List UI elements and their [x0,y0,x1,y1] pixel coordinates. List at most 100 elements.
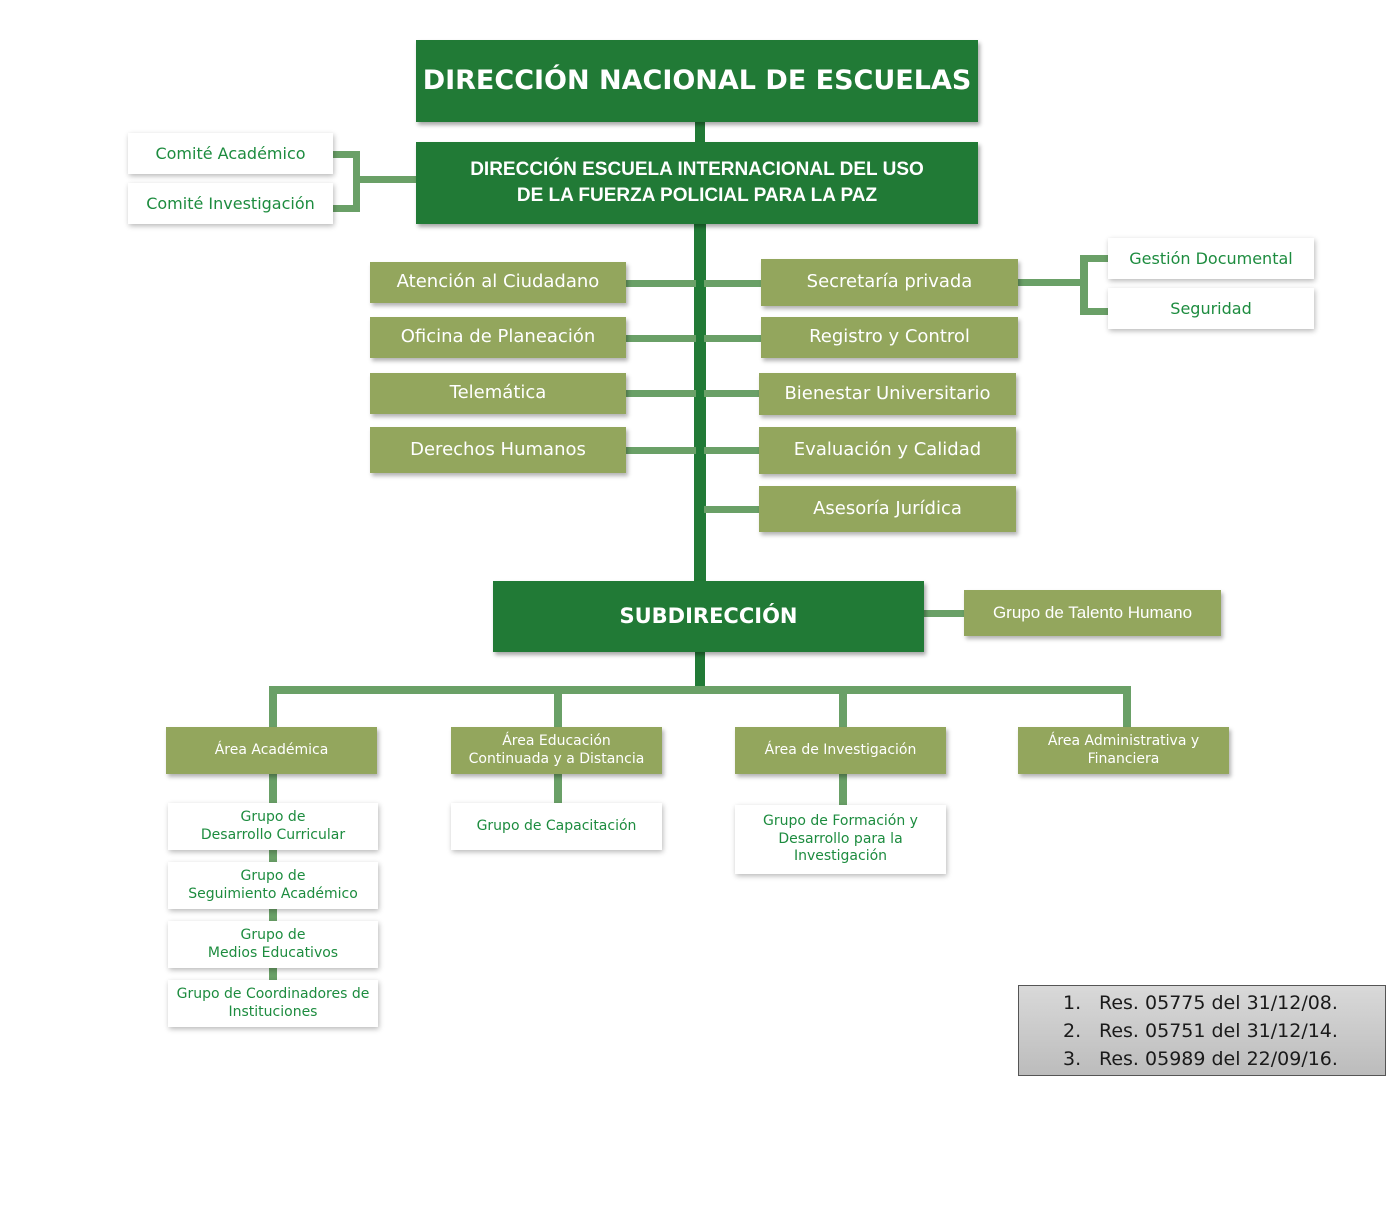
area-drop-3 [839,686,847,728]
group-label-line2: Desarrollo para la [778,830,903,847]
committee-bracket-vertical [353,151,360,212]
education-group-spine [554,773,562,805]
office-registro-control: Registro y Control [761,317,1018,358]
committee-bracket-top [332,151,360,158]
school-direction-title-line2: DE LA FUERZA POLICIAL PARA LA PAZ [516,185,878,206]
group-gestion-documental: Gestión Documental [1108,238,1314,279]
subdirection-box: SUBDIRECCIÓN [493,581,924,652]
group-label-line2: Medios Educativos [207,944,339,961]
office-label: Registro y Control [809,326,970,348]
office-label: Derechos Humanos [410,438,586,460]
group-label-line1: Grupo de Formación y [763,813,918,830]
office-secretaria-privada: Secretaría privada [761,259,1018,306]
office-derechos-humanos: Derechos Humanos [370,427,626,473]
resolution-item: 3. Res. 05989 del 22/09/16. [1019,1045,1385,1073]
group-seguimiento-academico: Grupo de Seguimiento Académico [168,862,378,909]
connector-left-4 [626,447,696,454]
area-label-line2: Financiera [1087,750,1160,767]
resolution-number: 1. [1063,992,1082,1014]
school-direction-title-line1: DIRECCIÓN ESCUELA INTERNACIONAL DEL USO [470,159,924,181]
committee-bracket-bottom [332,205,360,212]
group-capacitacion: Grupo de Capacitación [451,803,662,850]
main-trunk [694,222,706,584]
office-asesoria-juridica: Asesoría Jurídica [759,486,1016,532]
areas-horizontal-bar [269,686,1131,694]
group-coordinadores-instituciones: Grupo de Coordinadores de Instituciones [168,980,378,1027]
group-label: Gestión Documental [1129,248,1293,268]
office-label: Oficina de Planeación [400,326,596,348]
subdirection-title: SUBDIRECCIÓN [619,604,798,629]
area-label-line1: Área Educación [502,733,611,749]
resolution-item: 1. Res. 05775 del 31/12/08. [1019,989,1385,1017]
group-label-line1: Grupo de [240,927,306,943]
talento-connector [922,610,966,617]
school-direction-box: DIRECCIÓN ESCUELA INTERNACIONAL DEL USO … [416,142,978,224]
office-label: Telemática [449,382,547,404]
resolution-text: Res. 05775 del 31/12/08. [1099,992,1338,1014]
research-group-spine [839,773,847,807]
office-label: Secretaría privada [806,271,973,293]
group-label-line3: Investigación [793,848,888,865]
connector-right-4 [704,447,760,454]
resolution-number: 3. [1063,1048,1082,1070]
secretaria-bracket-bottom [1080,308,1110,315]
committee-label: Comité Académico [155,143,306,163]
office-label: Asesoría Jurídica [813,497,962,519]
group-label-line1: Grupo de [240,868,306,884]
resolution-item: 2. Res. 05751 del 31/12/14. [1019,1017,1385,1045]
office-telematica: Telemática [370,373,626,414]
national-direction-title: DIRECCIÓN NACIONAL DE ESCUELAS [422,65,972,97]
group-talento-humano: Grupo de Talento Humano [964,590,1221,636]
committee-investigacion: Comité Investigación [128,183,333,224]
connector-right-3 [704,390,760,397]
secretaria-bracket-vertical [1080,255,1088,315]
group-medios-educativos: Grupo de Medios Educativos [168,921,378,968]
area-label: Área de Investigación [764,741,917,758]
area-academica: Área Académica [166,727,377,774]
office-label: Bienestar Universitario [784,382,991,404]
committee-academico: Comité Académico [128,133,333,174]
office-planeacion: Oficina de Planeación [370,317,626,358]
group-formacion-investigacion: Grupo de Formación y Desarrollo para la … [735,805,946,874]
group-seguridad: Seguridad [1108,288,1314,329]
area-label: Área Académica [214,741,329,758]
group-label-line2: Seguimiento Académico [188,885,358,902]
area-investigacion: Área de Investigación [735,727,946,774]
group-desarrollo-curricular: Grupo de Desarrollo Curricular [168,803,378,850]
resolutions-box: 1. Res. 05775 del 31/12/08. 2. Res. 05751 … [1018,985,1386,1076]
committee-connector [360,176,418,183]
area-drop-2 [554,686,562,728]
area-drop-1 [269,686,277,728]
office-evaluacion-calidad: Evaluación y Calidad [759,427,1016,474]
office-label: Evaluación y Calidad [793,439,982,461]
connector-right-1 [704,280,762,287]
area-drop-4 [1123,686,1131,728]
group-label: Seguridad [1170,298,1252,318]
connector-right-2 [704,335,762,342]
area-label-line2: Continuada y a Distancia [468,750,645,767]
group-label-line1: Grupo de Coordinadores de [176,986,370,1002]
connector-left-2 [626,335,696,342]
area-educacion-continuada: Área Educación Continuada y a Distancia [451,727,662,774]
group-label: Grupo de Capacitación [476,817,637,834]
resolution-text: Res. 05751 del 31/12/14. [1099,1020,1338,1042]
subdirection-trunk [695,650,705,692]
group-label-line2: Instituciones [228,1003,318,1020]
connector-right-5 [704,506,760,513]
main-trunk-upper [695,120,705,144]
office-bienestar-universitario: Bienestar Universitario [759,373,1016,415]
resolution-text: Res. 05989 del 22/09/16. [1099,1048,1338,1070]
connector-left-1 [626,280,696,287]
group-label-line1: Grupo de [240,809,306,825]
committee-label: Comité Investigación [146,193,315,213]
area-administrativa-financiera: Área Administrativa y Financiera [1018,727,1229,774]
connector-left-3 [626,390,696,397]
office-label: Atención al Ciudadano [396,271,600,293]
group-label: Grupo de Talento Humano [992,603,1193,623]
secretaria-connector [1018,279,1082,286]
area-label-line1: Área Administrativa y [1047,733,1200,749]
secretaria-bracket-top [1080,255,1110,262]
resolution-number: 2. [1063,1020,1082,1042]
group-label-line2: Desarrollo Curricular [200,826,346,843]
office-atencion-ciudadano: Atención al Ciudadano [370,262,626,303]
